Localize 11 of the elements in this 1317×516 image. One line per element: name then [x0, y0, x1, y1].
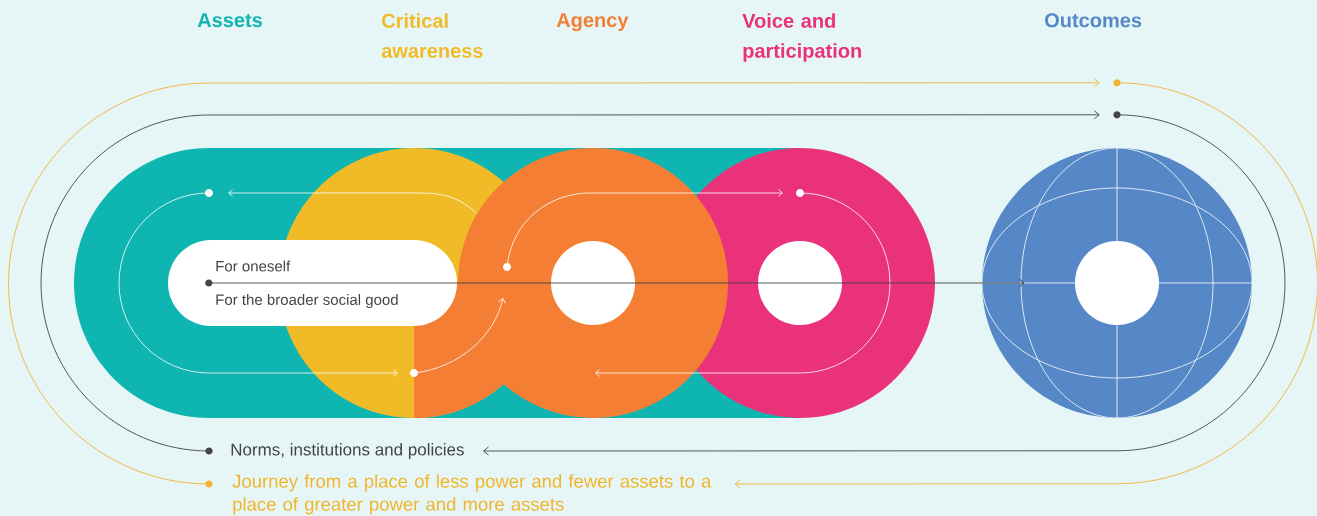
arrow	[483, 114, 1286, 456]
loop-label: Journey from a place of less power and fewer assets to a place of greater power and more assets	[232, 474, 712, 515]
arrow	[734, 82, 1317, 489]
heading: Voice and participation	[742, 13, 861, 62]
heading: Critical awareness	[381, 13, 483, 58]
arrow	[8, 78, 1100, 485]
arrow	[40, 110, 1100, 452]
heading: Assets	[197, 13, 262, 28]
heading: Outcomes	[1045, 13, 1142, 28]
loop-label: Norms, institutions and policies	[231, 443, 464, 459]
heading: Agency	[556, 13, 629, 32]
